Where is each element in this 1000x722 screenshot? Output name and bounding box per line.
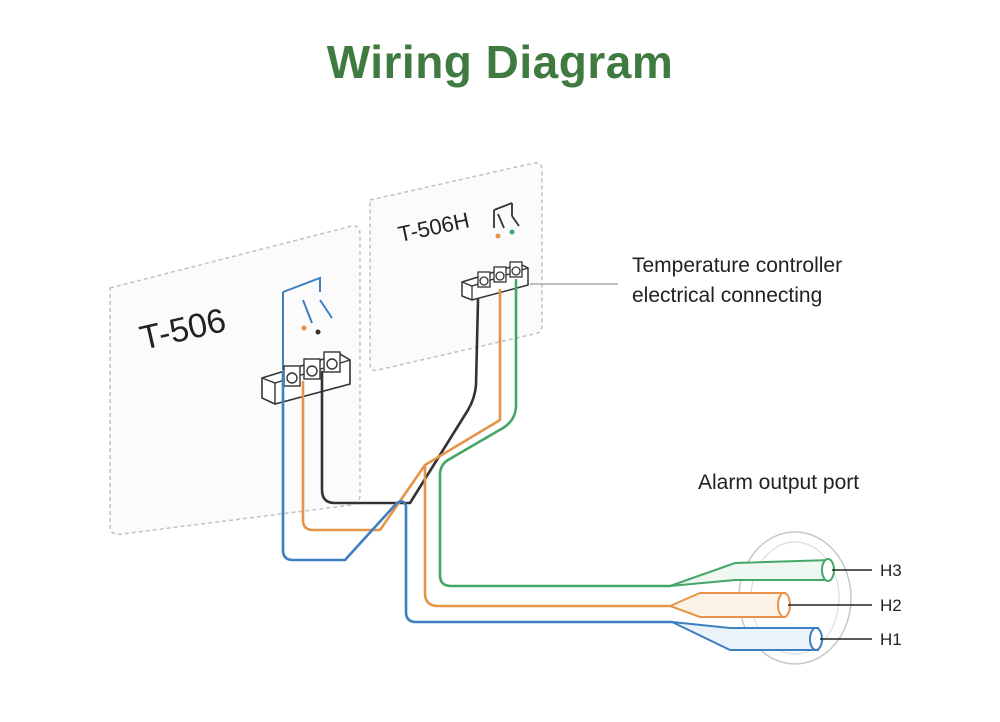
termination-h2 <box>667 592 791 618</box>
port-leaders <box>788 569 872 640</box>
relay-dot-orange <box>301 325 307 331</box>
relay-dot-green-h <box>509 229 515 235</box>
alarm-port-callout: Alarm output port <box>698 471 859 494</box>
wire-blue <box>281 370 674 624</box>
wire-green <box>438 278 672 588</box>
controller-callout-line1: Temperature controller <box>632 254 842 277</box>
relay-switch-t506h <box>493 202 520 229</box>
wires <box>281 278 674 624</box>
relay-switch-t506 <box>282 276 333 370</box>
controller-callout-line2: electrical connecting <box>632 284 822 307</box>
termination-h3 <box>669 558 835 587</box>
wire-orange <box>301 288 502 532</box>
wire-orange-branch <box>423 463 672 608</box>
relay-dot-black <box>315 329 321 335</box>
port-label-h1: H1 <box>880 630 902 649</box>
panel-t506: T-506 <box>109 225 361 536</box>
port-label-h3: H3 <box>880 561 902 580</box>
page-title: Wiring Diagram <box>326 36 674 88</box>
relay-dot-orange-h <box>495 233 501 239</box>
wire-black <box>320 298 480 505</box>
terminal-block-t506h <box>461 261 529 301</box>
port-label-h2: H2 <box>880 596 902 615</box>
termination-h1 <box>671 621 823 651</box>
